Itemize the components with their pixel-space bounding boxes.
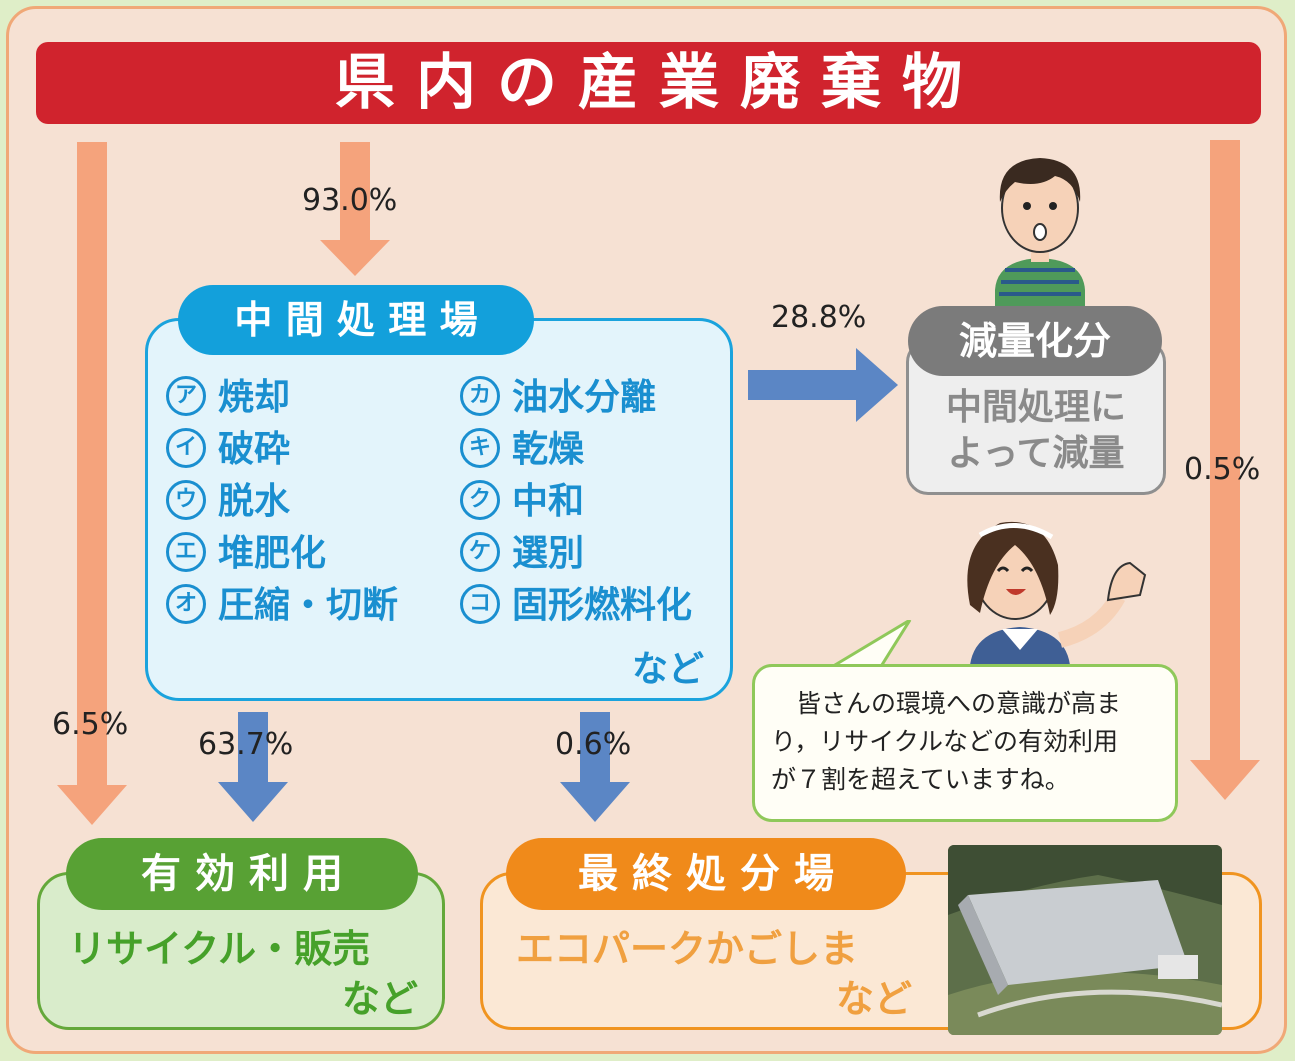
mark-circle: ア	[166, 376, 206, 416]
pct-to-intermediate: 93.0%	[302, 183, 398, 218]
effective-use-title: 有効利用	[66, 838, 418, 910]
process-list-left: ア焼却 イ破砕 ウ脱水 エ堆肥化 オ圧縮・切断	[166, 372, 398, 632]
landfill-photo	[948, 845, 1222, 1035]
girl-illustration	[967, 521, 1147, 665]
final-disposal-line1: エコパークかごしま	[516, 927, 859, 971]
process-label: 選別	[512, 533, 585, 574]
process-item: ウ脱水	[166, 476, 398, 528]
process-label: 固形燃料化	[512, 585, 693, 626]
effective-use-line2: など	[342, 977, 419, 1021]
intermediate-box	[145, 318, 733, 701]
boy-illustration	[995, 158, 1085, 310]
reduction-description: 中間処理に よって減量	[906, 385, 1166, 477]
title-banner: 県内の産業廃棄物	[36, 42, 1261, 124]
process-item: オ圧縮・切断	[166, 580, 398, 632]
mark-circle: キ	[460, 428, 500, 468]
process-label: 焼却	[218, 377, 291, 418]
effective-use-line1: リサイクル・販売	[68, 927, 371, 971]
speech-line: 皆さんの環境への意識が高ま	[796, 689, 1122, 718]
pct-to-reduction: 28.8%	[771, 300, 867, 335]
process-label: 中和	[512, 481, 585, 522]
speech-line: り，リサイクルなどの有効利用	[771, 727, 1119, 756]
final-disposal-line2: など	[836, 977, 913, 1021]
mark-circle: エ	[166, 532, 206, 572]
process-item: カ油水分離	[460, 372, 692, 424]
arrow-inter-to-use	[218, 712, 288, 822]
pct-inter-to-final: 0.6%	[555, 727, 632, 762]
process-label: 乾燥	[512, 429, 585, 470]
intermediate-etc: など	[632, 649, 705, 690]
pct-inter-to-use: 63.7%	[198, 727, 294, 762]
process-label: 圧縮・切断	[218, 585, 399, 626]
mark-circle: コ	[460, 584, 500, 624]
pct-direct-use: 6.5%	[52, 707, 129, 742]
pct-direct-final: 0.5%	[1184, 452, 1261, 487]
process-item: エ堆肥化	[166, 528, 398, 580]
reduction-line: 中間処理に	[945, 387, 1126, 428]
mark-circle: カ	[460, 376, 500, 416]
process-item: ク中和	[460, 476, 692, 528]
process-label: 破砕	[218, 429, 291, 470]
mark-circle: ウ	[166, 480, 206, 520]
process-list-right: カ油水分離 キ乾燥 ク中和 ケ選別 コ固形燃料化	[460, 372, 692, 632]
arrow-direct-use	[57, 142, 127, 825]
process-item: コ固形燃料化	[460, 580, 692, 632]
reduction-title: 減量化分	[908, 306, 1162, 376]
process-label: 脱水	[218, 481, 291, 522]
arrow-inter-to-final	[560, 712, 630, 822]
process-label: 油水分離	[512, 377, 657, 418]
process-item: イ破砕	[166, 424, 398, 476]
mark-circle: イ	[166, 428, 206, 468]
arrow-to-intermediate	[320, 142, 390, 276]
arrow-direct-final	[1190, 140, 1260, 800]
mark-circle: オ	[166, 584, 206, 624]
mark-circle: ク	[460, 480, 500, 520]
process-item: ケ選別	[460, 528, 692, 580]
intermediate-title: 中間処理場	[178, 285, 534, 355]
process-item: キ乾燥	[460, 424, 692, 476]
process-label: 堆肥化	[218, 533, 327, 574]
mark-circle: ケ	[460, 532, 500, 572]
process-item: ア焼却	[166, 372, 398, 424]
final-disposal-title: 最終処分場	[506, 838, 906, 910]
speech-bubble: 皆さんの環境への意識が高ま り，リサイクルなどの有効利用 が７割を超えていますね…	[752, 664, 1178, 822]
arrow-to-reduction	[748, 348, 898, 422]
speech-line: が７割を超えていますね。	[771, 765, 1070, 794]
reduction-line: よって減量	[947, 433, 1125, 474]
